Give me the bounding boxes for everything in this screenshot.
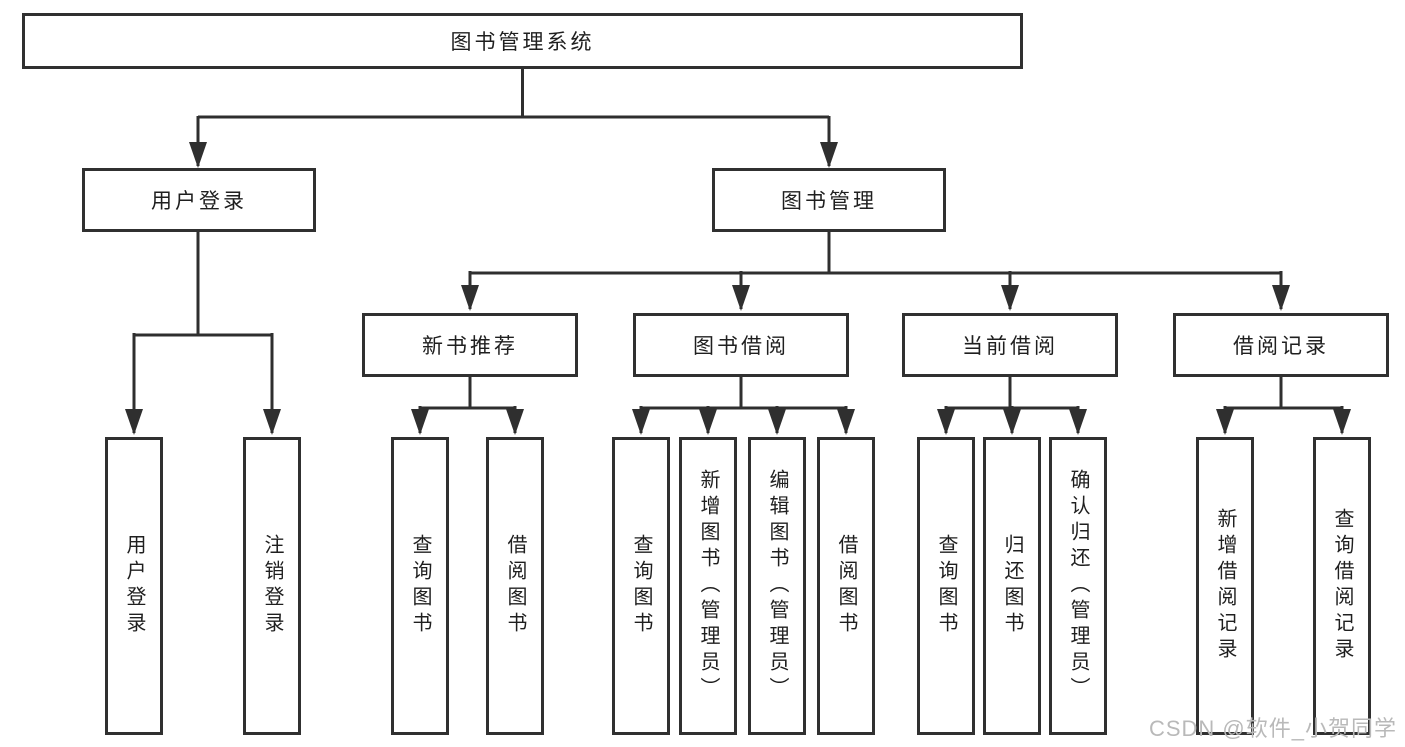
leaf-borrow-query-book: 查询图书 [612,437,670,735]
leaf-label: 归还图书 [1001,534,1023,638]
node-label: 当前借阅 [962,335,1058,358]
bus-new-rec [420,376,515,410]
node-borrow-records: 借阅记录 [1173,313,1389,377]
leaf-borrow-borrow-book: 借阅图书 [817,437,875,735]
node-label: 图书管理系统 [450,31,595,54]
node-label: 图书借阅 [693,335,789,358]
leaf-user-login: 用户登录 [105,437,163,735]
node-book-borrow: 图书借阅 [633,313,849,377]
node-label: 图书管理 [781,190,877,213]
leaf-label: 借阅图书 [835,534,857,638]
leaf-label: 确认归还（管理员） [1067,469,1089,703]
leaf-label: 查询图书 [630,534,652,638]
leaf-label: 查询图书 [409,534,431,638]
node-label: 用户登录 [151,190,247,213]
node-label: 新书推荐 [422,335,518,358]
bus-book-mgmt [470,231,1281,275]
leaf-records-add-record: 新增借阅记录 [1196,437,1254,735]
bus-root [198,69,829,119]
leaf-label: 新增借阅记录 [1214,508,1236,664]
node-new-book-recommend: 新书推荐 [362,313,578,377]
node-root-library-system: 图书管理系统 [22,13,1023,69]
leaf-current-return-book: 归还图书 [983,437,1041,735]
leaf-newrec-borrow-book: 借阅图书 [486,437,544,735]
leaf-label: 注销登录 [261,534,283,638]
bus-current [946,376,1078,410]
leaf-logout: 注销登录 [243,437,301,735]
leaf-borrow-edit-book-admin: 编辑图书（管理员） [748,437,806,735]
node-current-borrow: 当前借阅 [902,313,1118,377]
leaf-label: 新增图书（管理员） [697,469,719,703]
node-book-management: 图书管理 [712,168,946,232]
leaf-label: 查询借阅记录 [1331,508,1353,664]
leaf-newrec-query-book: 查询图书 [391,437,449,735]
bus-user-login [134,231,272,337]
node-user-login: 用户登录 [82,168,316,232]
leaf-label: 编辑图书（管理员） [766,469,788,703]
bus-borrow [641,376,846,410]
leaf-current-confirm-return-admin: 确认归还（管理员） [1049,437,1107,735]
leaf-label: 查询图书 [935,534,957,638]
leaf-records-query-record: 查询借阅记录 [1313,437,1371,735]
leaf-current-query-book: 查询图书 [917,437,975,735]
bus-records [1225,376,1342,410]
leaf-borrow-add-book-admin: 新增图书（管理员） [679,437,737,735]
leaf-label: 用户登录 [123,534,145,638]
leaf-label: 借阅图书 [504,534,526,638]
csdn-watermark: CSDN @软件_小贺同学 [1148,716,1397,741]
node-label: 借阅记录 [1233,335,1329,358]
